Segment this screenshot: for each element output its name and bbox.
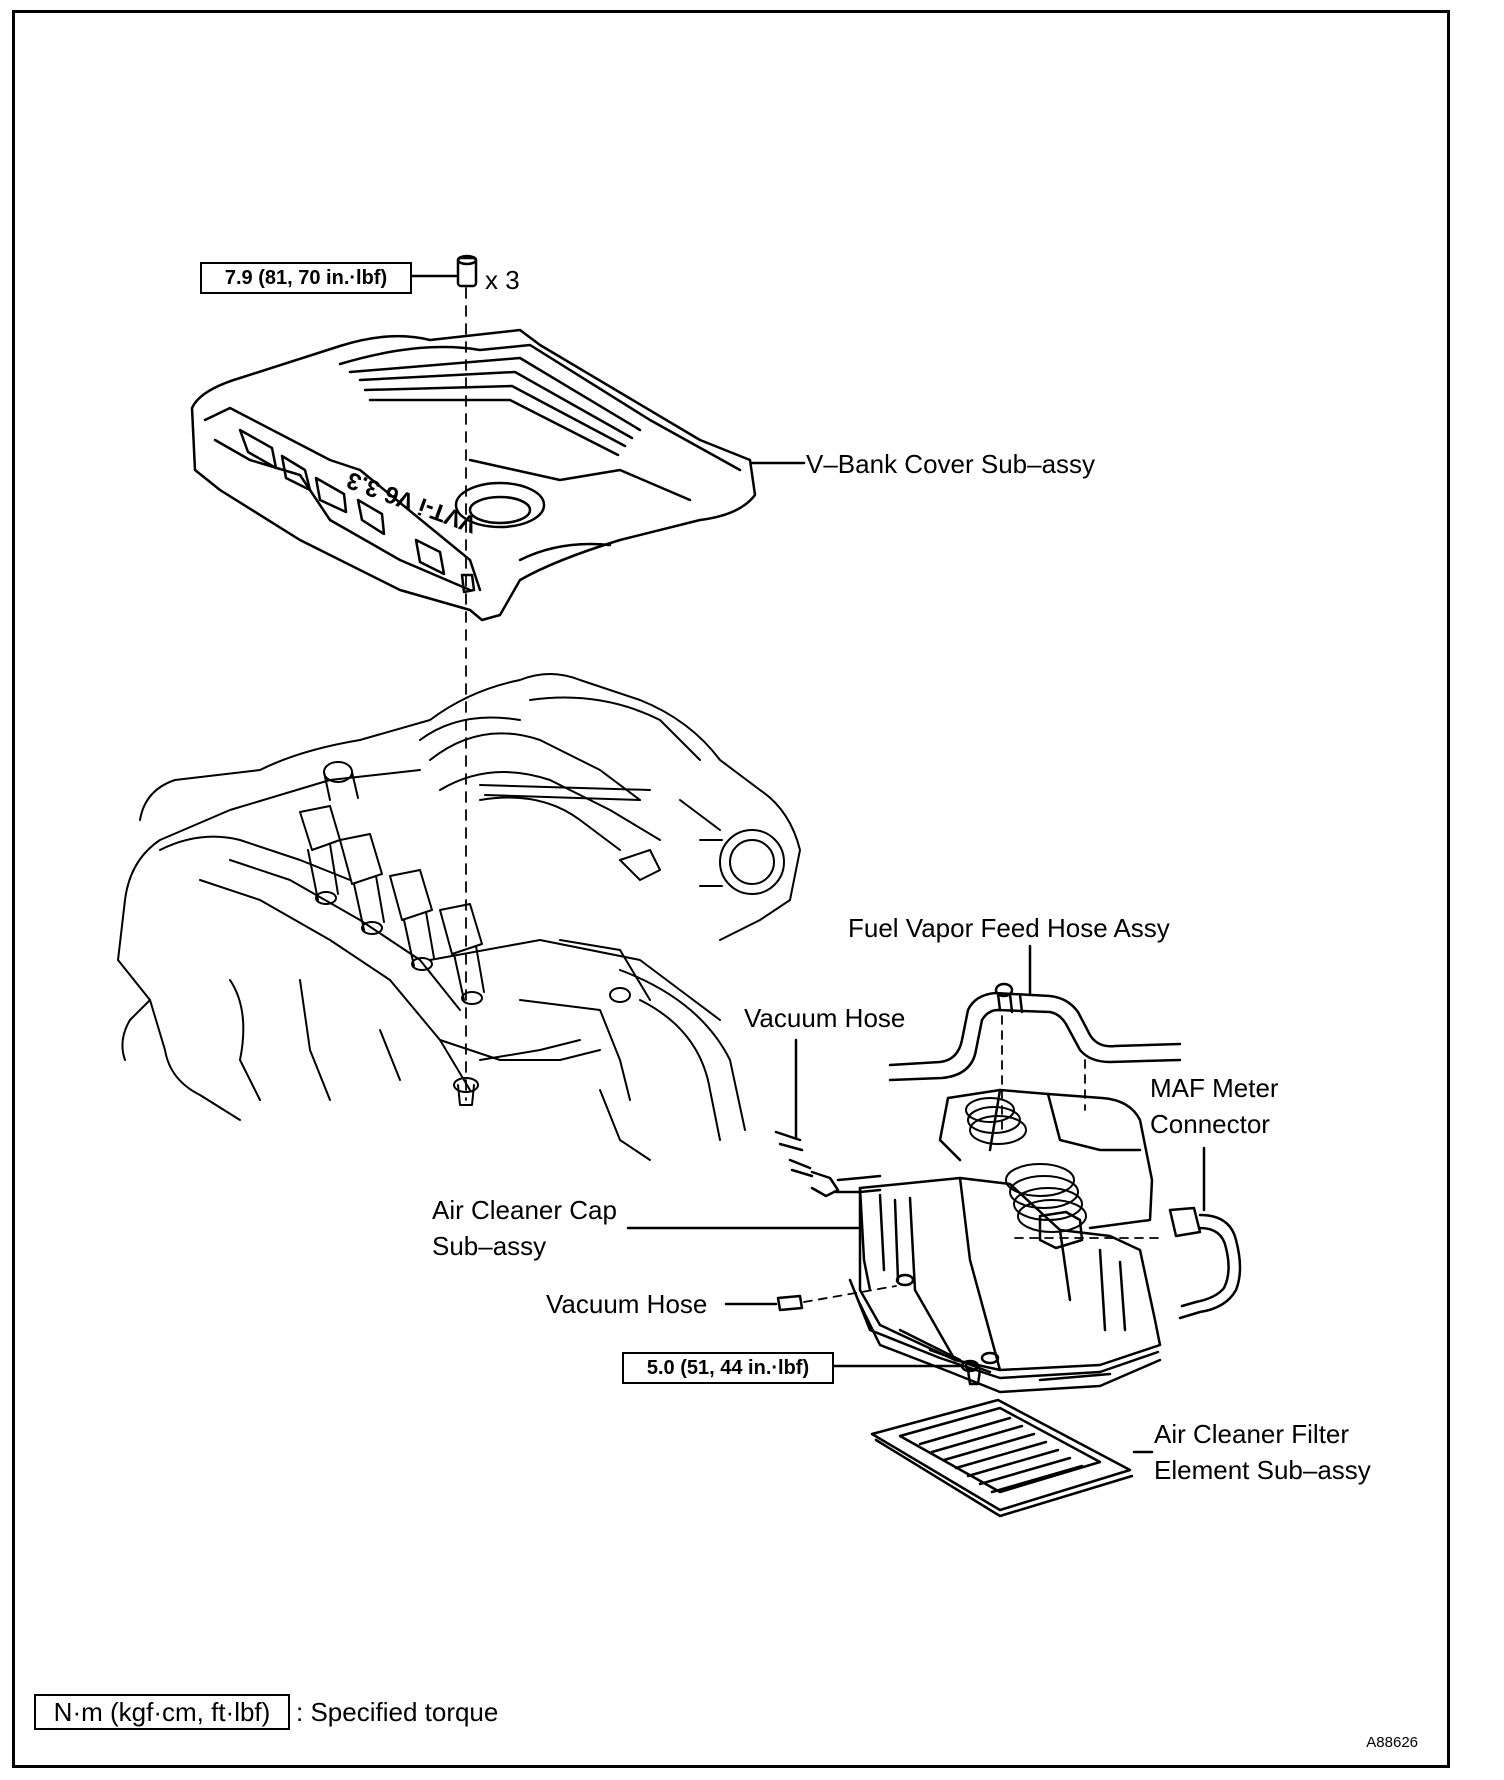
label-fuel-vapor-feed-hose: Fuel Vapor Feed Hose Assy: [848, 913, 1170, 943]
air-cleaner-cap-illustration: [848, 1088, 1162, 1394]
label-air-cleaner-cap-line-1: Air Cleaner Cap: [432, 1195, 617, 1225]
label-maf-line-1: MAF Meter: [1150, 1073, 1279, 1103]
bolt-icon: [456, 254, 478, 288]
ignition-coil-group: [299, 805, 485, 1005]
label-vacuum-hose-top: Vacuum Hose: [744, 1003, 906, 1033]
alignment-line-vacuum-bottom: [803, 1285, 897, 1303]
label-air-cleaner-cap-line-2: Sub–assy: [432, 1231, 547, 1261]
diagram-frame: [12, 10, 1450, 1768]
label-air-cleaner-cap: Air Cleaner Cap Sub–assy: [432, 1192, 617, 1264]
fuel-vapor-hose-illustration: [888, 982, 1182, 1082]
label-v-bank-cover: V–Bank Cover Sub–assy: [806, 449, 1096, 479]
label-filter-line-2: Element Sub–assy: [1154, 1455, 1371, 1485]
vacuum-hose-bottom-illustration: [776, 1294, 804, 1312]
legend-description: : Specified torque: [296, 1697, 499, 1727]
legend-torque-units: N·m (kgf·cm, ft·lbf): [34, 1694, 290, 1730]
label-vacuum-hose-bottom: Vacuum Hose: [546, 1289, 708, 1319]
maf-connector-illustration: [1168, 1206, 1242, 1320]
torque-spec-v-bank: 7.9 (81, 70 in.·lbf): [200, 262, 412, 294]
label-filter-element: Air Cleaner Filter Element Sub–assy: [1154, 1416, 1371, 1488]
reference-code: A88626: [1366, 1734, 1418, 1751]
engine-illustration: [117, 673, 801, 1161]
filter-element-illustration: [870, 1398, 1134, 1518]
label-maf-line-2: Connector: [1150, 1109, 1270, 1139]
torque-spec-air-cleaner: 5.0 (51, 44 in.·lbf): [622, 1352, 834, 1384]
vacuum-hose-top-illustration: [774, 1130, 882, 1198]
quantity-label: x 3: [485, 265, 520, 295]
label-filter-line-1: Air Cleaner Filter: [1154, 1419, 1350, 1449]
v-bank-cover-illustration: VVT-i V6 3.3: [190, 328, 757, 622]
label-maf-meter-connector: MAF Meter Connector: [1150, 1070, 1279, 1142]
